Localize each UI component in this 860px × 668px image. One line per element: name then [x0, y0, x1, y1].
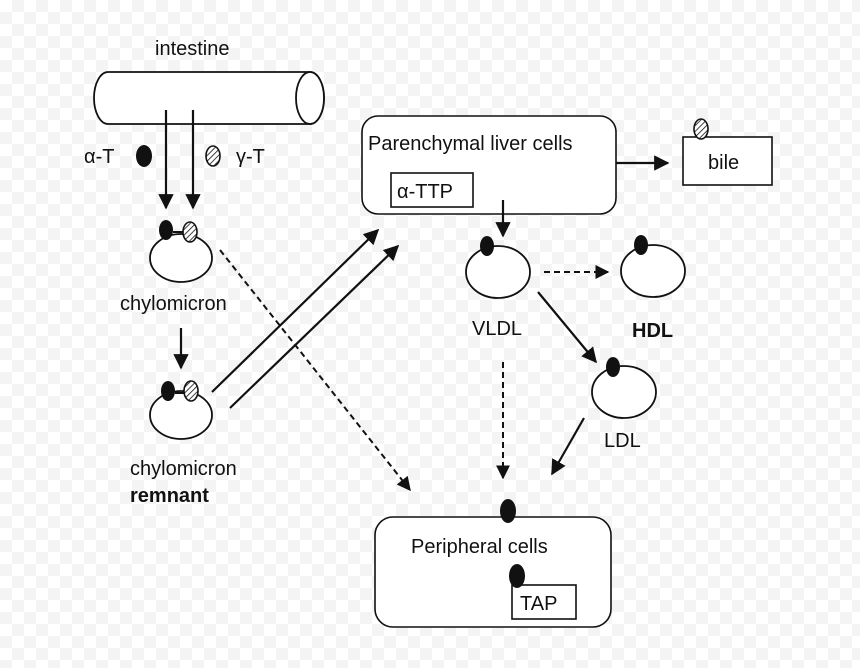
bile-box	[682, 136, 773, 186]
vldl-particle	[465, 236, 531, 299]
gamma-t-marker-icon	[205, 145, 221, 167]
tap-label: TAP	[520, 593, 557, 615]
arrow-vldl-to-ldl	[537, 291, 597, 364]
chylomicron-remnant-label-line1: chylomicron	[130, 458, 237, 480]
peripheral-alpha-t-dot-icon	[500, 499, 516, 523]
hdl-particle	[620, 235, 686, 298]
ldl-particle	[591, 357, 657, 419]
alpha-t-dot-icon	[606, 357, 620, 377]
tap-box	[511, 584, 577, 620]
arrow-remnant-to-liver-1	[211, 228, 380, 393]
arrow-ldl-to-peripheral	[551, 417, 585, 476]
alpha-t-dot-icon	[161, 381, 175, 401]
chylomicron-particle	[149, 220, 213, 283]
ldl-label: LDL	[604, 430, 641, 452]
hdl-label: HDL	[632, 320, 673, 342]
alpha-t-marker-icon	[136, 145, 152, 167]
peripheral-cells-label: Peripheral cells	[411, 536, 548, 558]
gamma-t-dot-icon	[182, 221, 198, 243]
alpha-ttp-box	[390, 172, 474, 208]
gamma-t-label: γ-T	[236, 146, 265, 168]
liver-cells-label: Parenchymal liver cells	[368, 133, 573, 155]
gamma-t-dot-icon	[183, 380, 199, 402]
alpha-t-dot-icon	[480, 236, 494, 256]
arrow-remnant-to-liver-2	[229, 244, 400, 409]
chylomicron-remnant-particle	[149, 380, 213, 440]
bile-gamma-t-dot-icon	[693, 118, 709, 140]
intestine-label: intestine	[155, 38, 230, 60]
vldl-label: VLDL	[472, 318, 522, 340]
dashed-arrow-chylomicron-to-peripheral	[219, 249, 411, 492]
tap-alpha-t-dot-icon	[509, 564, 525, 588]
bile-label: bile	[708, 152, 739, 174]
alpha-t-dot-icon	[634, 235, 648, 255]
alpha-ttp-label: α-TTP	[397, 181, 453, 203]
alpha-t-label: α-T	[84, 146, 114, 168]
chylomicron-remnant-label-line2: remnant	[130, 485, 209, 507]
chylomicron-label: chylomicron	[120, 293, 227, 315]
alpha-t-dot-icon	[159, 220, 173, 240]
intestine-tube	[93, 71, 325, 125]
